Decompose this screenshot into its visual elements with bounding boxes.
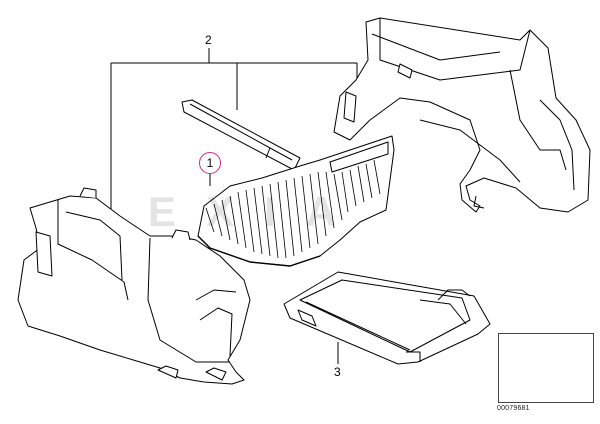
- callout-1: 1: [206, 156, 214, 170]
- filter-tray: [283, 271, 491, 365]
- callout-3: 3: [334, 365, 341, 379]
- left-lower-housing: [17, 187, 251, 385]
- diagram-part-number: 00079681: [497, 405, 530, 412]
- strip-rod: [181, 99, 301, 171]
- leader-lines-2: [110, 48, 358, 218]
- callout-1-ring: 1: [199, 152, 221, 174]
- callout-2: 2: [205, 33, 212, 47]
- upper-right-housing: [333, 17, 591, 213]
- cabin-filter: [197, 135, 395, 267]
- vehicle-thumbnail-frame: [498, 333, 594, 403]
